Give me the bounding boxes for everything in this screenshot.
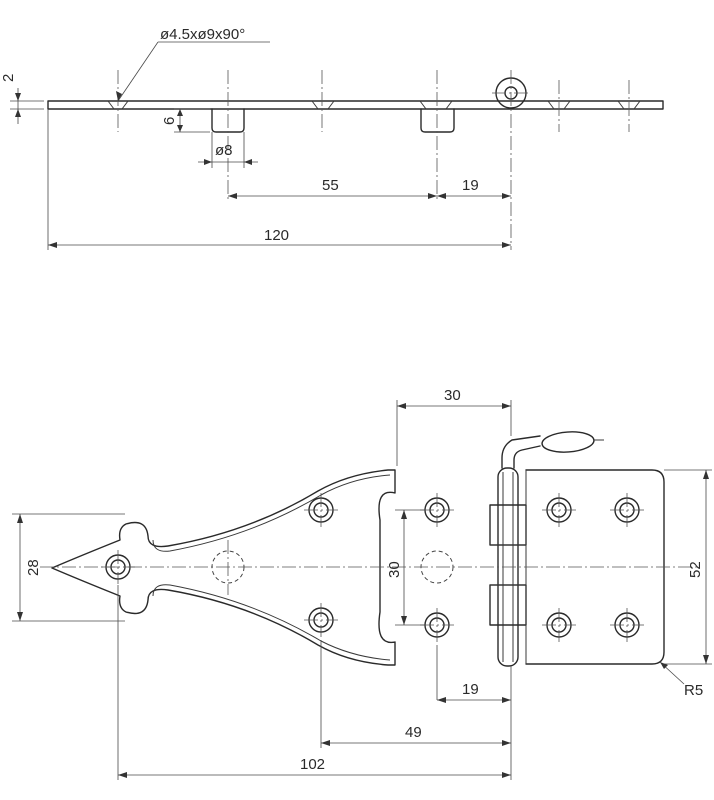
dim-plate-height-text: 52	[687, 561, 704, 578]
countersink-note: ø4.5xø9x90°	[116, 26, 270, 102]
dim-stud-height-text: 6	[161, 117, 178, 125]
dim-hole-spacing-text: 55	[322, 177, 339, 194]
plan-centerlines	[40, 400, 700, 780]
dim-plan-overall-length-text: 102	[300, 756, 325, 773]
dim-stud-offset: 19	[437, 681, 511, 703]
dim-pin-offset-text: 19	[462, 177, 479, 194]
hole-mid-lower	[419, 607, 455, 643]
dim-leaf-width: 30	[397, 387, 511, 409]
dim-stud-offset-text: 19	[462, 681, 479, 698]
dim-thickness: 2	[0, 74, 44, 124]
dim-stud-diameter: ø8	[198, 132, 258, 168]
dim-hole-offset: 49	[321, 724, 511, 746]
dim-hole-spacing: 55	[228, 177, 437, 199]
hole-mid-upper	[419, 492, 455, 528]
plate-profile	[47, 100, 664, 110]
side-view: ø4.5xø9x90° 2 6 ø8	[0, 26, 664, 250]
dim-overall-length: 120	[48, 227, 511, 248]
strap-leaf	[51, 469, 396, 666]
countersink-note-text: ø4.5xø9x90°	[160, 26, 245, 43]
dim-overall-length-text: 120	[264, 227, 289, 244]
hole-leaf-upper	[303, 492, 339, 528]
dim-corner-radius: R5	[659, 661, 703, 699]
stud-right	[420, 108, 455, 133]
mounting-holes	[100, 492, 645, 643]
dim-plate-height: 52	[664, 469, 712, 665]
countersinks	[107, 100, 641, 110]
dim-corner-radius-text: R5	[684, 682, 703, 699]
hole-leaf-lower	[303, 602, 339, 638]
pin-handle	[501, 431, 604, 469]
hole-plate-2	[609, 492, 645, 528]
dim-tip-width: 28	[12, 513, 125, 622]
dim-plan-overall-length: 102	[118, 756, 511, 778]
dim-hole-offset-text: 49	[405, 724, 422, 741]
hole-plate-3	[541, 607, 577, 643]
hole-plate-1	[541, 492, 577, 528]
dim-thickness-text: 2	[0, 74, 17, 82]
dim-pin-offset: 19	[437, 177, 511, 199]
dim-hole-spacing-vertical-text: 30	[386, 561, 403, 578]
dim-stud-diameter-text: ø8	[215, 142, 233, 159]
dim-leaf-width-text: 30	[444, 387, 461, 404]
side-centerlines	[47, 70, 630, 250]
plan-view: 30 28 30 52	[12, 387, 712, 780]
dim-stud-height: 6	[161, 108, 210, 133]
dim-tip-width-text: 28	[25, 559, 42, 576]
dim-hole-spacing-vertical: 30	[386, 509, 425, 626]
hole-plate-4	[609, 607, 645, 643]
